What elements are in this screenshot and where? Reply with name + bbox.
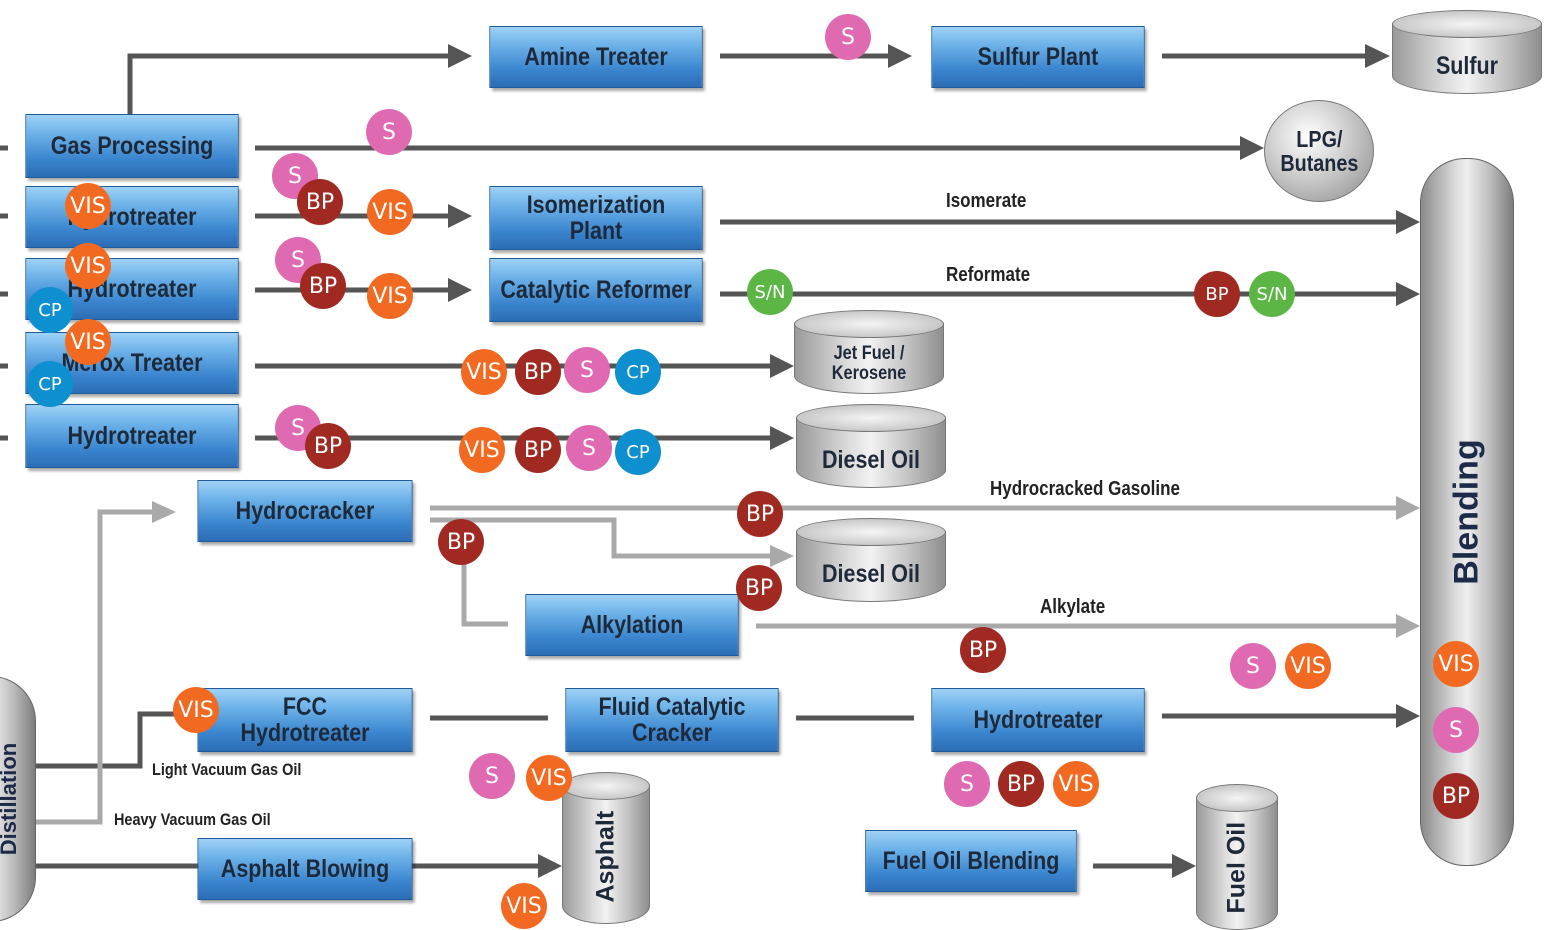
- stream-label-hydrocracked-gasoline: Hydrocracked Gasoline: [990, 478, 1180, 500]
- badge-s-n: S/N: [747, 269, 793, 315]
- badge-bp: BP: [1433, 773, 1479, 819]
- unit-sulfur-plant: Sulfur Plant: [931, 26, 1145, 88]
- tank-diesel-oil-1: Diesel Oil: [796, 404, 946, 488]
- column-distillation: Distillation: [0, 676, 36, 922]
- sphere-lpg-butanes: LPG/ Butanes: [1264, 100, 1374, 202]
- unit-fluid-catalytic-cracker: Fluid Catalytic Cracker: [565, 688, 779, 752]
- unit-isomerization-plant: Isomerization Plant: [489, 186, 703, 250]
- line-hc-to-diesel: [430, 517, 775, 559]
- unit-amine-treater: Amine Treater: [489, 26, 703, 88]
- badge-s: S: [944, 761, 990, 807]
- badge-vis: VIS: [65, 243, 111, 289]
- badge-bp: BP: [305, 423, 351, 469]
- badge-vis: VIS: [367, 189, 413, 235]
- line-gas-to-amine: [127, 53, 460, 114]
- badge-cp: CP: [27, 287, 73, 333]
- unit-fuel-oil-blending: Fuel Oil Blending: [865, 830, 1077, 892]
- badge-s: S: [825, 14, 871, 60]
- badge-vis: VIS: [367, 273, 413, 319]
- stream-label-alkylate: Alkylate: [1040, 596, 1106, 618]
- line-hvgo: [30, 509, 160, 825]
- badge-bp: BP: [960, 627, 1006, 673]
- unit-gas-processing: Gas Processing: [25, 114, 239, 178]
- badge-bp: BP: [737, 491, 783, 537]
- badge-cp: CP: [615, 429, 661, 475]
- badge-s: S: [469, 753, 515, 799]
- badge-s: S: [1230, 643, 1276, 689]
- badge-bp: BP: [300, 263, 346, 309]
- badge-s: S: [1433, 707, 1479, 753]
- badge-s: S: [564, 347, 610, 393]
- badge-bp: BP: [1194, 271, 1240, 317]
- badge-cp: CP: [615, 349, 661, 395]
- badge-bp: BP: [515, 349, 561, 395]
- badge-bp: BP: [998, 761, 1044, 807]
- badge-bp: BP: [736, 565, 782, 611]
- badge-vis: VIS: [1053, 761, 1099, 807]
- tank-fuel-oil: Fuel Oil: [1196, 784, 1278, 930]
- unit-asphalt-blowing: Asphalt Blowing: [197, 838, 413, 900]
- column-blending: Blending: [1420, 158, 1514, 866]
- stream-label-isomerate: Isomerate: [946, 190, 1027, 212]
- badge-vis: VIS: [173, 687, 219, 733]
- badge-cp: CP: [27, 361, 73, 407]
- line-hc-to-alkylation: [461, 540, 508, 627]
- unit-alkylation: Alkylation: [525, 594, 739, 656]
- unit-hydrocracker: Hydrocracker: [197, 480, 413, 542]
- badge-s: S: [366, 109, 412, 155]
- badge-bp: BP: [438, 519, 484, 565]
- tank-sulfur: Sulfur: [1392, 10, 1542, 94]
- unit-hydrotreater-3: Hydrotreater: [25, 404, 239, 468]
- badge-bp: BP: [515, 427, 561, 473]
- stream-label-reformate: Reformate: [946, 264, 1031, 286]
- badge-bp: BP: [297, 179, 343, 225]
- unit-hydrotreater-1: Hydrotreater: [25, 186, 239, 248]
- badge-vis: VIS: [65, 183, 111, 229]
- tank-jet-fuel: Jet Fuel / Kerosene: [794, 310, 944, 394]
- badge-s-n: S/N: [1249, 271, 1295, 317]
- tank-asphalt: Asphalt: [562, 772, 650, 924]
- badge-s: S: [566, 425, 612, 471]
- unit-fcc-hydrotreater: FCC Hydrotreater: [197, 688, 413, 752]
- unit-catalytic-reformer: Catalytic Reformer: [489, 258, 703, 322]
- badge-vis: VIS: [501, 883, 547, 929]
- stream-label-light-vacuum-gas-oil: Light Vacuum Gas Oil: [152, 760, 302, 779]
- badge-vis: VIS: [461, 349, 507, 395]
- unit-hydrotreater-4: Hydrotreater: [931, 688, 1145, 752]
- badge-vis: VIS: [459, 427, 505, 473]
- line-lvgo: [30, 711, 180, 769]
- stream-label-heavy-vacuum-gas-oil: Heavy Vacuum Gas Oil: [114, 810, 271, 829]
- badge-vis: VIS: [1285, 643, 1331, 689]
- badge-vis: VIS: [526, 755, 572, 801]
- tank-diesel-oil-2: Diesel Oil: [796, 518, 946, 602]
- badge-vis: VIS: [65, 319, 111, 365]
- badge-vis: VIS: [1433, 641, 1479, 687]
